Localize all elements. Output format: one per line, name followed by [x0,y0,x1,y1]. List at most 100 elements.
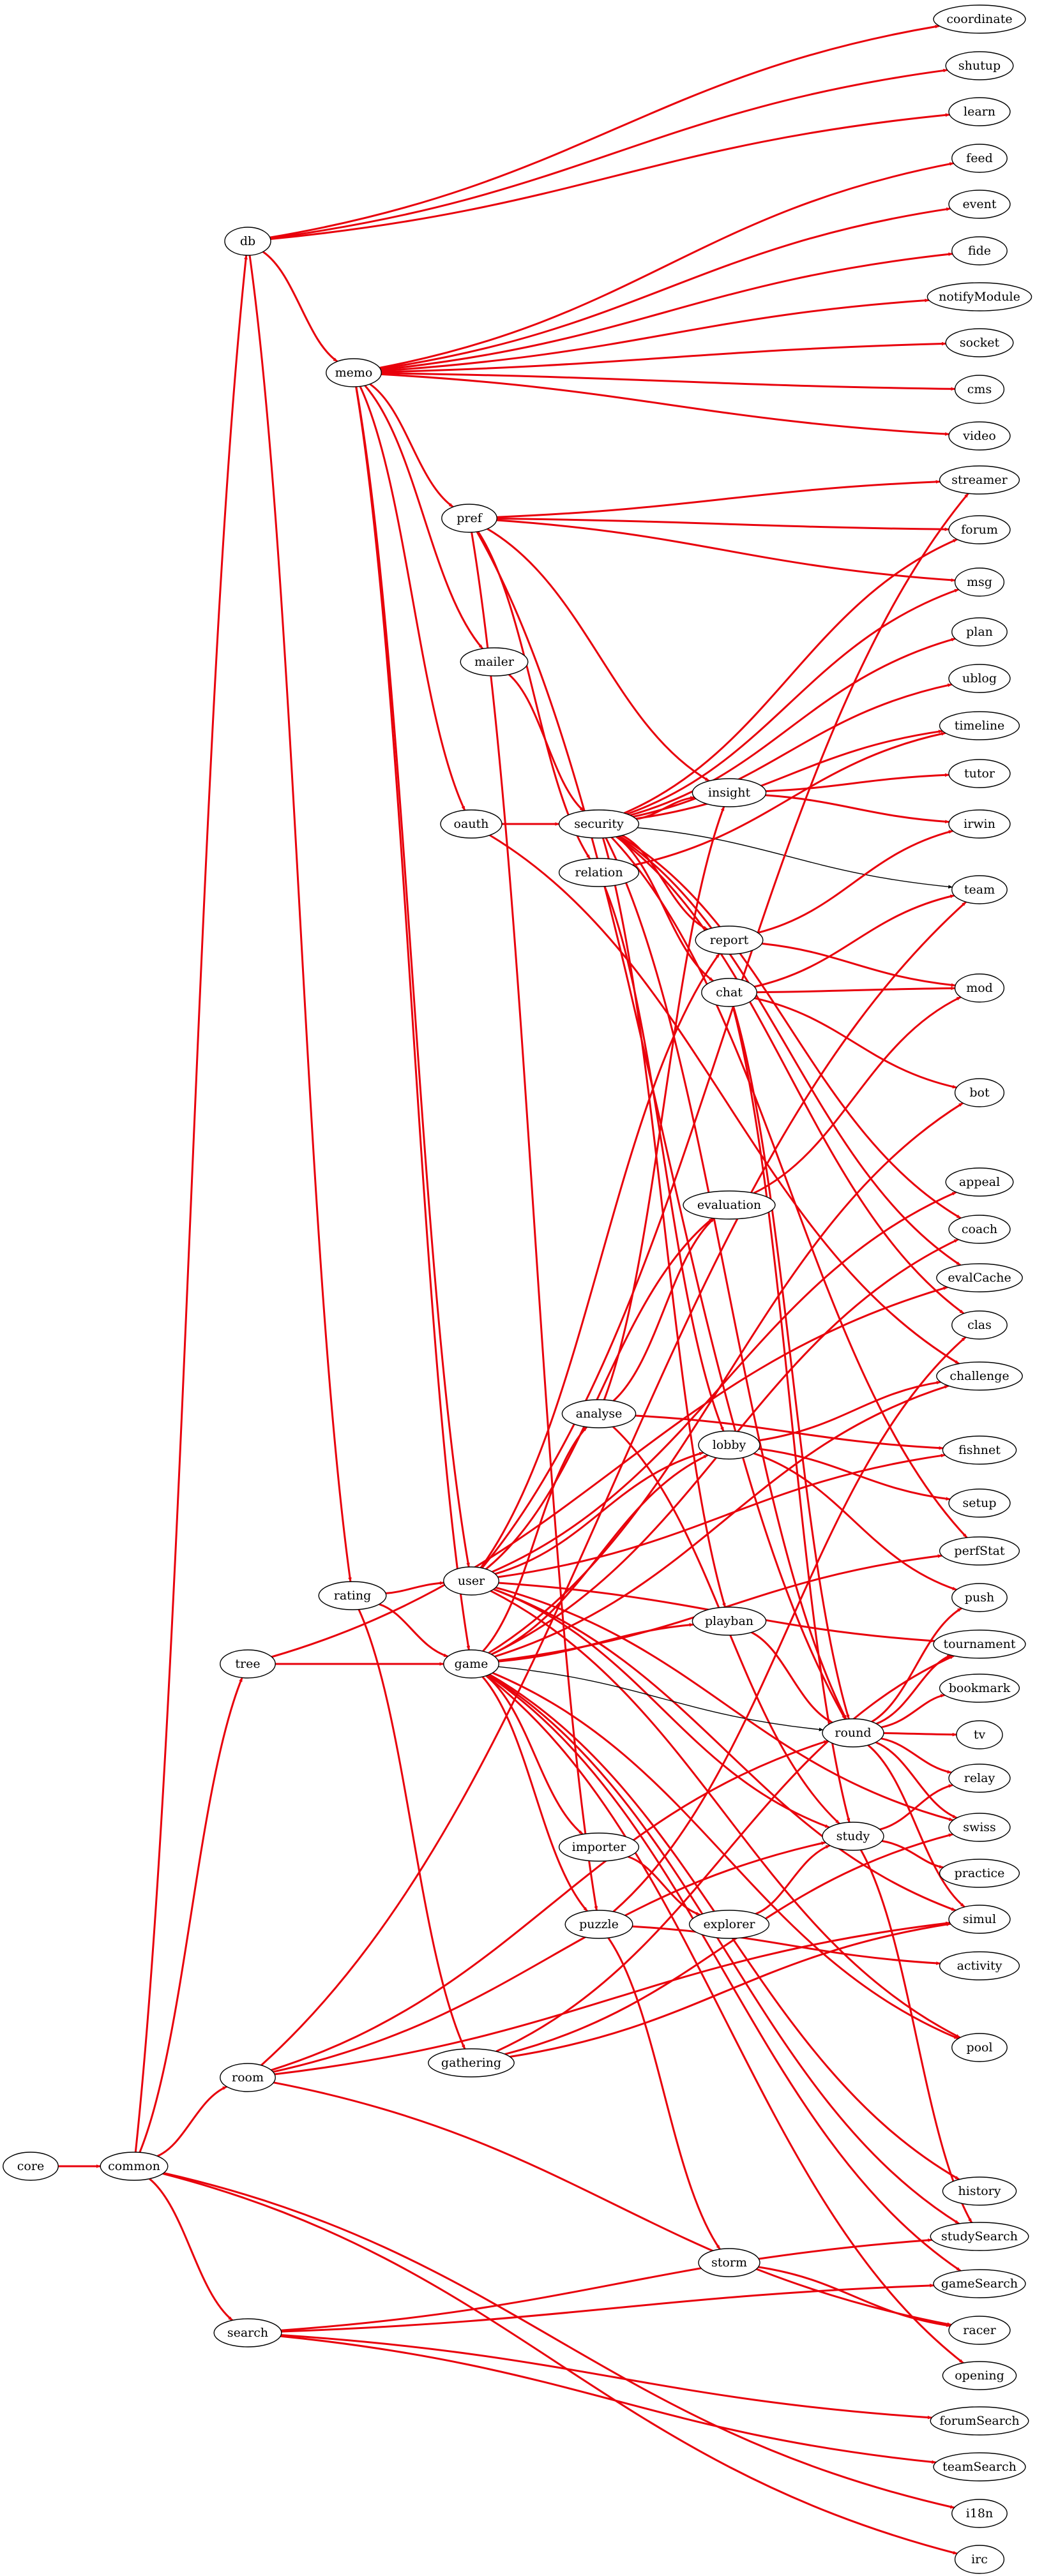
node-streamer: streamer [939,465,1020,495]
node-ellipse [933,2452,1026,2482]
node-irc: irc [954,2545,1005,2574]
node-ellipse [698,2248,760,2277]
node-ellipse [945,51,1014,80]
node-label: puzzle [579,1917,619,1931]
edge-line [504,1833,953,2055]
node-playban: playban [692,1606,767,1636]
edge-security-to-insight [636,796,695,820]
edge-line [270,113,950,240]
edge-rating-to-user [386,1581,444,1594]
edge-line [603,806,725,1400]
edge-round-to-swiss [875,1741,958,1819]
node-label: db [240,234,255,248]
node-label: insight [708,786,751,800]
edge-study-to-practice [881,1839,944,1869]
node-ellipse [951,1310,1008,1340]
node-ellipse [936,1263,1023,1292]
node-chat: chat [701,978,757,1007]
edge-line [381,252,953,371]
node-label: common [108,2159,160,2173]
node-ellipse [220,2063,276,2092]
edge-game-to-lobby [491,1454,709,1656]
edge-memo-to-socket [381,341,946,373]
node-mailer: mailer [460,647,529,677]
node-ellipse [942,2361,1017,2390]
node-label: storm [711,2256,747,2270]
edge-line [274,1921,951,2076]
node-label: mod [966,981,993,995]
node-label: memo [335,366,373,380]
edge-tree-to-evalCache [271,1286,948,1658]
node-msg: msg [954,567,1005,597]
node-label: clas [967,1318,992,1332]
node-ellipse [948,97,1011,126]
edge-line [381,298,930,372]
edge-line [369,383,454,508]
node-explorer: explorer [688,1910,770,1939]
node-label: oauth [454,817,489,831]
edge-user-to-fishnet [497,1453,946,1578]
node-label: bot [969,1086,990,1100]
node-perfStat: perfStat [939,1536,1020,1566]
node-ellipse [936,1361,1023,1391]
node-ellipse [822,1718,884,1748]
node-study: study [822,1822,884,1851]
node-tv: tv [956,1720,1003,1749]
edge-security-to-plan [630,638,956,816]
node-ellipse [428,2048,515,2078]
node-ellipse [558,809,640,839]
node-label: pool [966,2041,992,2055]
edge-line [485,1675,964,2364]
edge-oauth-to-challenge [489,834,960,1365]
node-irwin: irwin [948,809,1011,839]
node-pool: pool [951,2033,1008,2062]
node-label: shutup [958,59,1001,73]
node-label: i18n [966,2506,994,2520]
edge-line [635,1414,944,1450]
edge-pref-to-insight [487,528,710,782]
node-ellipse [939,1536,1020,1566]
edge-line [248,255,352,1582]
edge-pref-to-streamer [497,480,941,518]
node-ellipse [930,2222,1029,2251]
edge-line [759,1448,951,1501]
node-label: fide [968,244,991,258]
edge-line [381,372,956,391]
node-label: relation [575,865,623,880]
edge-line [876,1654,952,1725]
edge-game-to-gameSearch [487,1674,962,2272]
node-label: irc [971,2552,988,2566]
node-appeal: appeal [945,1167,1014,1197]
node-studySearch: studySearch [930,2222,1029,2251]
node-clas: clas [951,1310,1008,1340]
node-ellipse [933,2269,1026,2298]
edge-line [489,834,960,1365]
node-label: ublog [962,671,997,685]
edge-lobby-to-challenge [758,1381,941,1442]
edge-line [632,731,946,867]
edge-line [758,2266,951,2327]
edge-analyse-to-evaluation [612,1217,715,1402]
edge-memo-to-user [355,386,470,1568]
edge-memo-to-cms [381,372,956,391]
edge-round-to-bookmark [881,1694,946,1728]
node-db: db [224,227,271,256]
node-label: search [227,2326,268,2340]
node-label: round [835,1726,871,1740]
node-label: event [962,197,996,211]
edge-line [270,68,948,239]
edge-puzzle-to-activity [632,1925,941,1965]
edge-line [380,207,951,370]
edge-evaluation-to-mod [753,996,962,1194]
node-label: forumSearch [939,2414,1019,2428]
node-label: push [965,1591,994,1605]
node-ellipse [948,421,1011,451]
node-ellipse [948,1905,1011,1934]
edge-line [355,386,471,1651]
edge-study-to-relay [879,1784,953,1831]
node-ellipse [948,515,1011,544]
edge-db-to-learn [270,113,950,240]
edge-line [765,794,950,824]
edge-line [628,1855,701,1916]
edge-line [498,1622,694,1663]
